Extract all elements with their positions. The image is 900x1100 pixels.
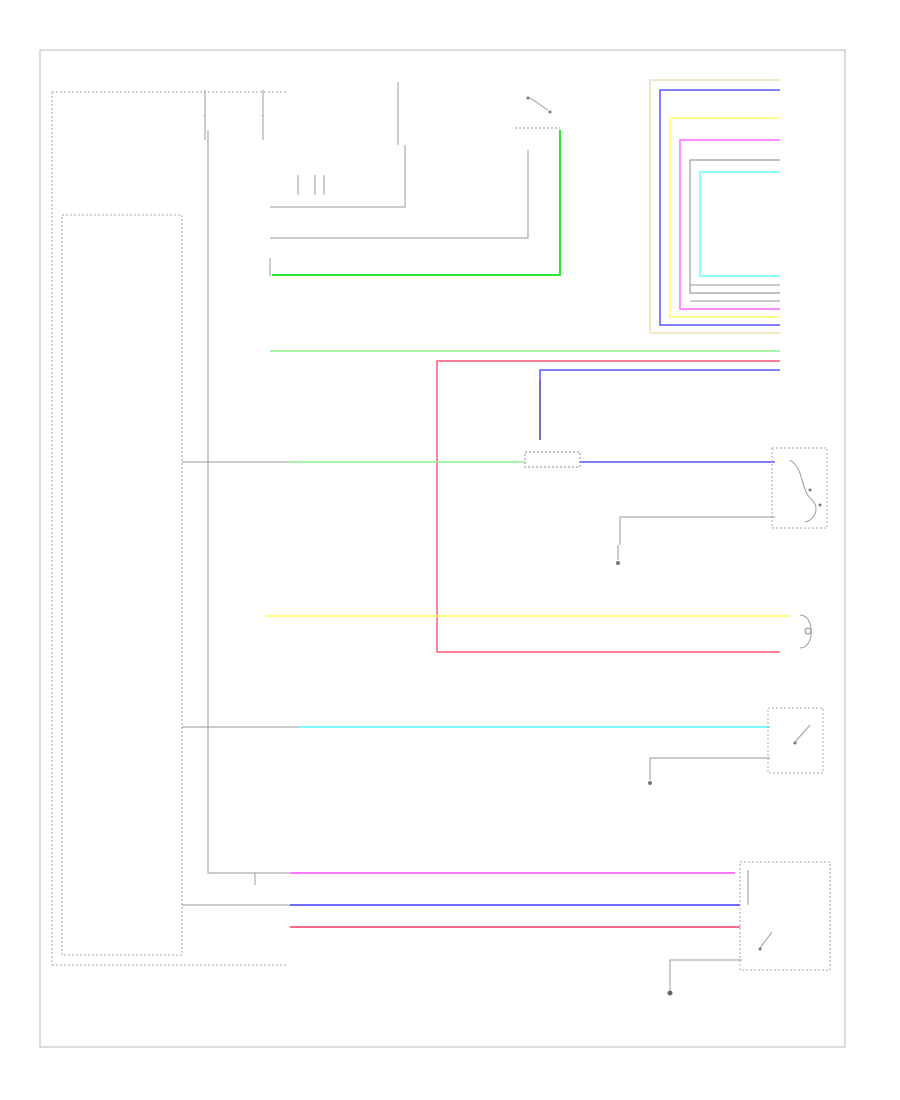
gray-wire-b <box>270 150 529 239</box>
gray-wire-pp <box>649 757 770 780</box>
park-position-switch <box>767 707 824 774</box>
svg-text:~: ~ <box>260 114 263 118</box>
green-wire <box>272 130 561 276</box>
shift-lock-solenoid <box>799 614 812 649</box>
feed-wire-vertical <box>207 130 735 874</box>
ground-icon <box>616 561 620 565</box>
diagram-frame <box>39 49 846 1048</box>
transmission-range-switch <box>771 447 828 529</box>
gray-wire-tr <box>619 516 775 545</box>
gray-wire-ground <box>669 959 742 990</box>
brake-pedal-switch <box>515 96 560 129</box>
ignition-key-switch <box>739 861 831 971</box>
red-wire <box>436 360 780 653</box>
left-module <box>51 91 288 966</box>
fuse-icon: ~ <box>202 114 205 118</box>
relay-box <box>524 451 581 468</box>
fuse-box-top: ~ ~ <box>202 82 399 195</box>
blue-wire-short <box>539 369 780 440</box>
pcm-harness <box>649 79 780 334</box>
gray-wire-a <box>270 145 406 208</box>
